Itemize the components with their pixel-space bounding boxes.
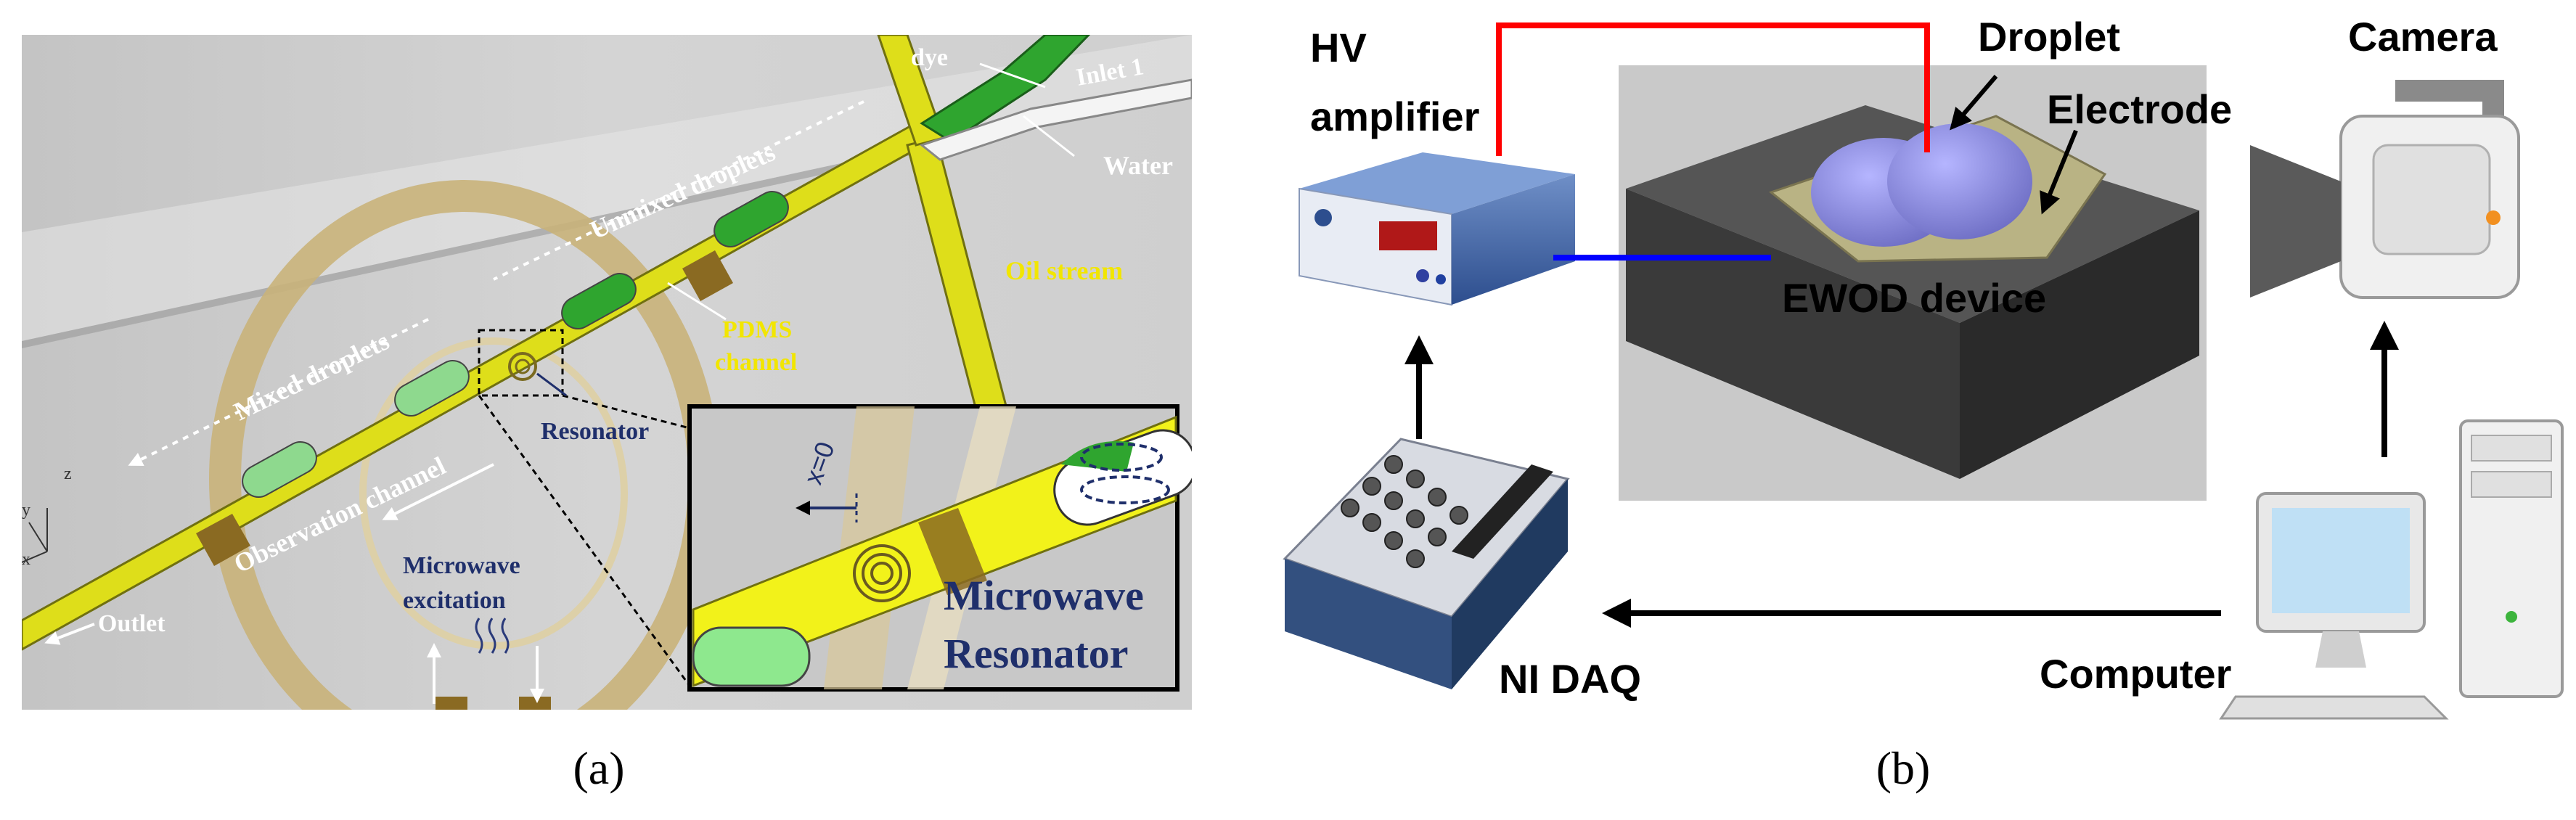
inner-loop [359,337,628,649]
feed-right [519,697,551,710]
label-droplet: Droplet [1978,14,2120,60]
zoom-line-top [562,394,690,430]
resonator-zoom-box [478,329,564,397]
water-leader [1023,115,1075,157]
outlet-arrow [44,623,95,645]
label-daq: NI DAQ [1499,656,1641,702]
mixed-droplet [394,360,470,417]
unmixed-flow-line [493,100,864,281]
observation-flow-arrow [382,463,494,520]
inset-band [918,508,987,595]
caption-b: (b) [1876,742,1931,794]
amp-side [1452,174,1575,305]
axis-label-z: z [64,464,72,483]
monitor-screen [2272,508,2410,613]
wave-symbol [488,618,496,654]
channel-band-right [682,250,733,301]
dye-leader [979,62,1046,89]
label-electrode: Electrode [2047,86,2232,132]
ewod-device [1626,105,2199,479]
keyboard [2219,695,2449,720]
drive-bay [2471,435,2552,462]
camera-led [2486,210,2501,225]
resonator-inset: x=0 Microwave Resonator [687,404,1192,692]
amp-display [1379,221,1437,250]
label-microwave-2: excitation [403,587,506,614]
feed-left [436,697,467,710]
droplet-pointer [1950,75,1998,131]
camera-lens [2250,145,2341,298]
daq-connector-strip [1452,464,1553,559]
panel-b: HV amplifier Droplet Electrode Camera EW… [1283,14,2564,720]
label-microwave-1: Microwave [403,552,520,579]
label-water: Water [1103,151,1173,180]
unmixed-droplet [561,273,637,329]
label-camera: Camera [2348,14,2498,60]
monitor-stand [2315,631,2366,668]
label-computer: Computer [2040,651,2231,697]
label-pdms-1: PDMS [722,316,792,343]
droplet-right [1887,123,2032,239]
axis-label-x: x [22,550,30,569]
label-outlet: Outlet [98,610,165,637]
label-oil: Oil stream [1005,256,1123,285]
inset-mixed-droplet [692,626,811,687]
mixed-droplet [242,441,317,498]
amp-logo [1314,209,1332,226]
resonator-leader [536,372,567,397]
drive-bay [2471,471,2552,498]
daq-side [1452,479,1568,689]
computer [2219,419,2564,720]
inset-title-2: Resonator [944,630,1129,677]
ewod-front [1626,189,1960,479]
camera [2250,80,2520,299]
power-led [2506,611,2517,623]
daq-front [1285,559,1452,689]
label-pdms-2: channel [715,349,797,376]
ni-daq [1283,438,1570,689]
unmixed-droplet [713,191,789,247]
label-ewod: EWOD device [1782,275,2046,321]
inset-spiral [853,544,911,602]
label-resonator: Resonator [541,418,649,445]
zoom-line-bottom [478,395,691,686]
mixing-vortex-top [1080,443,1163,472]
computer-tower [2459,419,2564,698]
hv-wire-red [1496,22,1930,156]
inset-title-1: Microwave [944,572,1144,619]
axis-label-y: y [22,501,30,520]
inset-droplet-dye [1061,441,1134,472]
caption-a: (a) [573,742,624,794]
droplets [242,191,789,498]
label-hv: HV [1310,25,1367,70]
camera-panel [2372,144,2491,255]
resonator-spiral [508,352,537,381]
axis-triad [22,508,48,563]
label-dye: dye [911,44,948,71]
pdms-leader [667,282,727,321]
amp-top [1299,152,1575,214]
electrode-pointer [2040,129,2078,215]
hv-amplifier [1299,152,1575,306]
wave-symbol [501,618,510,654]
panel-a: dye Inlet 1 Water Unmixed droplets Oil s… [22,35,1192,710]
mixing-vortex-bottom [1080,475,1170,504]
wave-symbol [475,618,483,654]
channel-band-left [196,514,250,566]
daq-bnc-ports [1341,455,1468,568]
label-amplifier: amplifier [1310,94,1479,139]
amp-knob [1436,274,1446,284]
water-inlet [919,78,1192,161]
ewod-side [1960,210,2199,479]
resonator-spiral-inner [515,358,531,374]
mixed-flow-arrow [128,318,429,466]
amp-knob [1416,269,1429,282]
